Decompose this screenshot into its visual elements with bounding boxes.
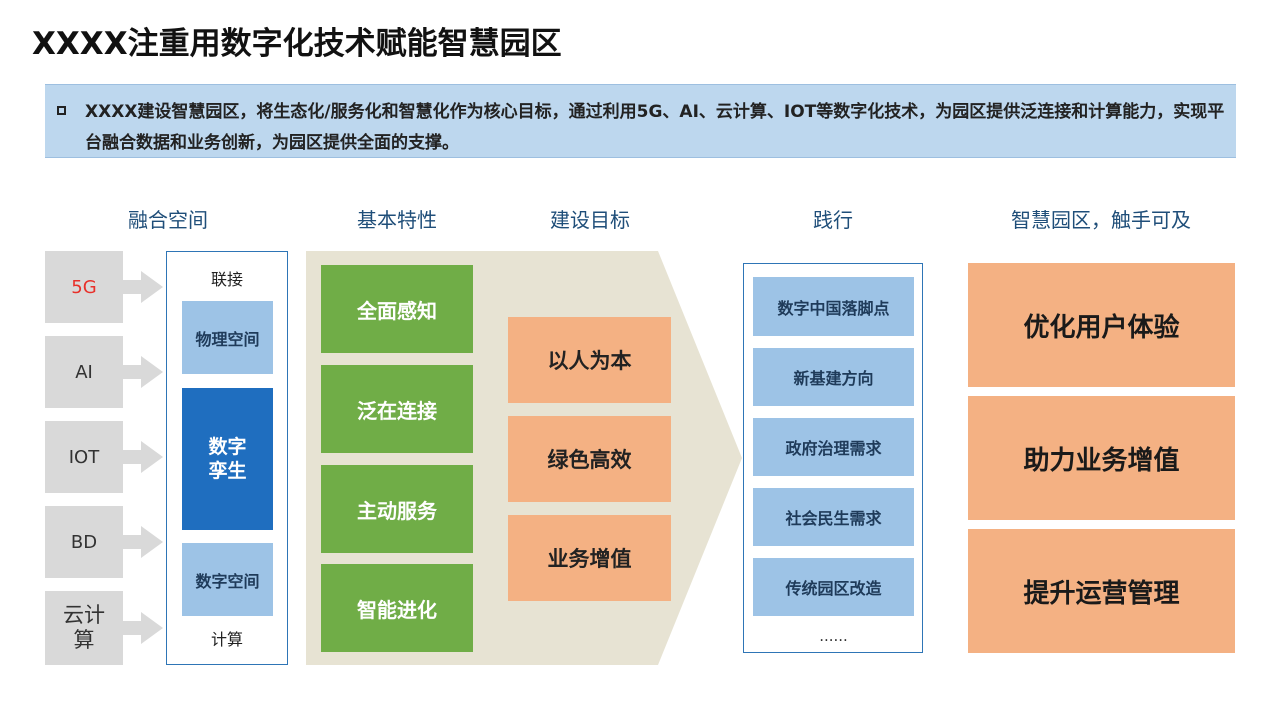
arrow-right-icon <box>141 356 163 388</box>
header-fusion-space: 融合空间 <box>128 208 208 232</box>
header-practice: 践行 <box>813 208 853 232</box>
tech-cloud-computing: 云计 算 <box>45 591 123 665</box>
page-title: XXXX注重用数字化技术赋能智慧园区 <box>32 26 562 62</box>
feature-item: 智能进化 <box>321 564 473 652</box>
goal-item: 业务增值 <box>508 515 671 601</box>
tech-label: IOT <box>68 446 100 468</box>
benefit-item: 优化用户体验 <box>968 263 1235 387</box>
practice-item: 社会民生需求 <box>753 488 914 546</box>
tech-bd: BD <box>45 506 123 578</box>
feature-item: 主动服务 <box>321 465 473 553</box>
arrow-right-icon <box>141 271 163 303</box>
practice-more: ...... <box>819 627 848 645</box>
tech-label: 云计 算 <box>63 603 105 652</box>
bullet-square-icon <box>57 106 66 115</box>
practice-item: 政府治理需求 <box>753 418 914 476</box>
arrow-right-icon <box>141 612 163 644</box>
digital-space-box: 数字空间 <box>182 543 273 616</box>
space-connection-label: 联接 <box>210 270 243 289</box>
arrow-right-icon <box>141 526 163 558</box>
feature-item: 全面感知 <box>321 265 473 353</box>
tech-ai: AI <box>45 336 123 408</box>
intro-banner: XXXX建设智慧园区，将生态化/服务化和智慧化作为核心目标，通过利用5G、AI、… <box>45 84 1236 158</box>
header-smart-park: 智慧园区，触手可及 <box>1011 208 1191 232</box>
intro-text: XXXX建设智慧园区，将生态化/服务化和智慧化作为核心目标，通过利用5G、AI、… <box>85 102 1225 153</box>
tech-arrow-bar <box>123 280 143 294</box>
arrow-right-icon <box>141 441 163 473</box>
tech-5g: 5G <box>45 251 123 323</box>
tech-label: BD <box>70 531 98 553</box>
goal-item: 以人为本 <box>508 317 671 403</box>
tech-arrow-bar <box>123 450 143 464</box>
space-computing-label: 计算 <box>210 630 243 649</box>
tech-arrow-bar <box>123 621 143 635</box>
fusion-space-frame: 联接 物理空间 数字 孪生 数字空间 计算 <box>166 251 288 665</box>
benefit-item: 提升运营管理 <box>968 529 1235 653</box>
header-goals: 建设目标 <box>550 208 630 232</box>
practice-item: 传统园区改造 <box>753 558 914 616</box>
feature-item: 泛在连接 <box>321 365 473 453</box>
tech-arrow-bar <box>123 365 143 379</box>
practice-frame: 数字中国落脚点 新基建方向 政府治理需求 社会民生需求 传统园区改造 .....… <box>743 263 923 653</box>
practice-item: 新基建方向 <box>753 348 914 406</box>
practice-item: 数字中国落脚点 <box>753 277 914 336</box>
header-features: 基本特性 <box>357 208 437 232</box>
physical-space-box: 物理空间 <box>182 301 273 374</box>
tech-label: 5G <box>71 276 97 298</box>
digital-twin-box: 数字 孪生 <box>182 388 273 530</box>
tech-iot: IOT <box>45 421 123 493</box>
benefit-item: 助力业务增值 <box>968 396 1235 520</box>
tech-label: AI <box>75 361 93 383</box>
tech-arrow-bar <box>123 535 143 549</box>
goal-item: 绿色高效 <box>508 416 671 502</box>
